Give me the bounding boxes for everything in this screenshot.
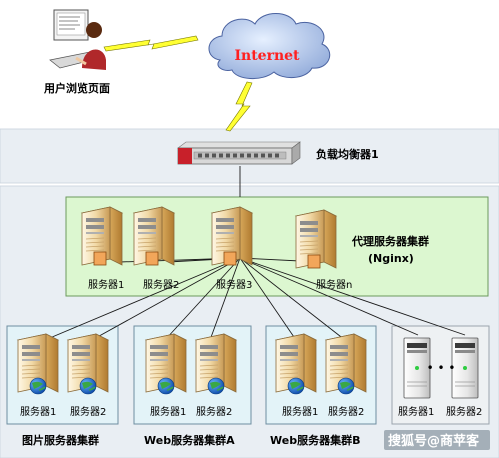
other-server-1-label: 服务器1	[398, 405, 434, 418]
watermark-bg	[384, 430, 490, 450]
web-b-server-1-label: 服务器1	[282, 405, 318, 418]
proxy-server-2-label: 服务器2	[143, 278, 179, 291]
web-a-server-1-label: 服务器1	[150, 405, 186, 418]
web-b-server-2-icon	[326, 334, 366, 394]
other-cluster-ellipsis: • • •	[427, 361, 456, 375]
web-b-server-1-icon	[276, 334, 316, 394]
proxy-server-1-label: 服务器1	[88, 278, 124, 291]
other-server-2-icon	[451, 337, 479, 399]
proxy-server-1-icon	[82, 207, 122, 265]
internet-label: Internet	[234, 48, 300, 64]
web-b-cluster-label: Web服务器集群B	[270, 433, 360, 447]
web-b-server-2-label: 服务器2	[328, 405, 364, 418]
image-server-2-icon	[68, 334, 108, 394]
other-server-2-label: 服务器2	[446, 405, 482, 418]
proxy-server-2-icon	[134, 207, 174, 265]
internet-cloud: Internet	[208, 13, 331, 79]
image-server-1-icon	[18, 334, 58, 394]
image-server-2-label: 服务器2	[70, 405, 106, 418]
user-label: 用户浏览页面	[44, 81, 110, 95]
image-cluster-label: 图片服务器集群	[22, 433, 99, 447]
image-server-1-label: 服务器1	[20, 405, 56, 418]
web-a-cluster-label: Web服务器集群A	[144, 433, 235, 447]
web-a-server-1-icon	[146, 334, 186, 394]
proxy-server-n-icon	[296, 210, 336, 268]
user-computer-icon	[49, 9, 106, 70]
web-a-server-2-icon	[196, 334, 236, 394]
load-balancer-icon	[177, 141, 301, 165]
proxy-server-3-label: 服务器3	[216, 278, 252, 291]
proxy-cluster-label: 代理服务器集群	[351, 234, 429, 248]
proxy-server-n-label: 服务器n	[316, 278, 352, 291]
web-a-server-2-label: 服务器2	[196, 405, 232, 418]
lb-label: 负载均衡器1	[316, 147, 379, 161]
proxy-cluster-sublabel: (Nginx)	[368, 252, 414, 265]
lightning-lb-icon	[225, 81, 253, 132]
proxy-server-3-icon	[212, 207, 252, 265]
watermark: 搜狐号@商苹客	[388, 433, 480, 449]
lightning-user-icon	[103, 35, 199, 52]
